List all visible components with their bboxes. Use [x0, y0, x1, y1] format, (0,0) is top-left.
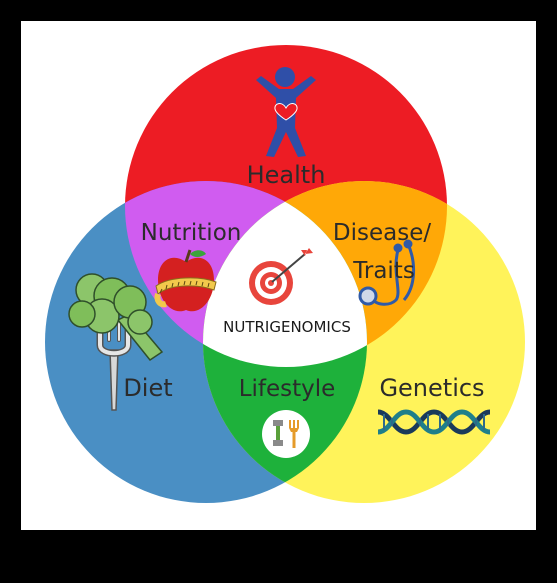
nutrigenomics-label: NUTRIGENOMICS: [223, 318, 351, 336]
person-heart-icon: [256, 67, 316, 157]
dumbbell-utensils-icon: [262, 410, 310, 458]
target-arrow-icon: [249, 248, 313, 305]
apple-measuring-tape-icon: [154, 249, 217, 312]
diet-label: Diet: [123, 374, 172, 402]
disease-label-line2: Traits: [352, 258, 415, 284]
genetics-label: Genetics: [379, 374, 484, 402]
dna-helix-icon: [377, 409, 491, 435]
broccoli-fork-icon: [68, 273, 164, 411]
stethoscope-icon: [358, 239, 415, 306]
nutrigenomics-center: [203, 181, 367, 367]
health-label: Health: [247, 161, 326, 189]
disease-label-line1: Disease/: [333, 220, 431, 246]
lifestyle-label: Lifestyle: [239, 376, 336, 402]
nutrition-label: Nutrition: [141, 220, 242, 246]
